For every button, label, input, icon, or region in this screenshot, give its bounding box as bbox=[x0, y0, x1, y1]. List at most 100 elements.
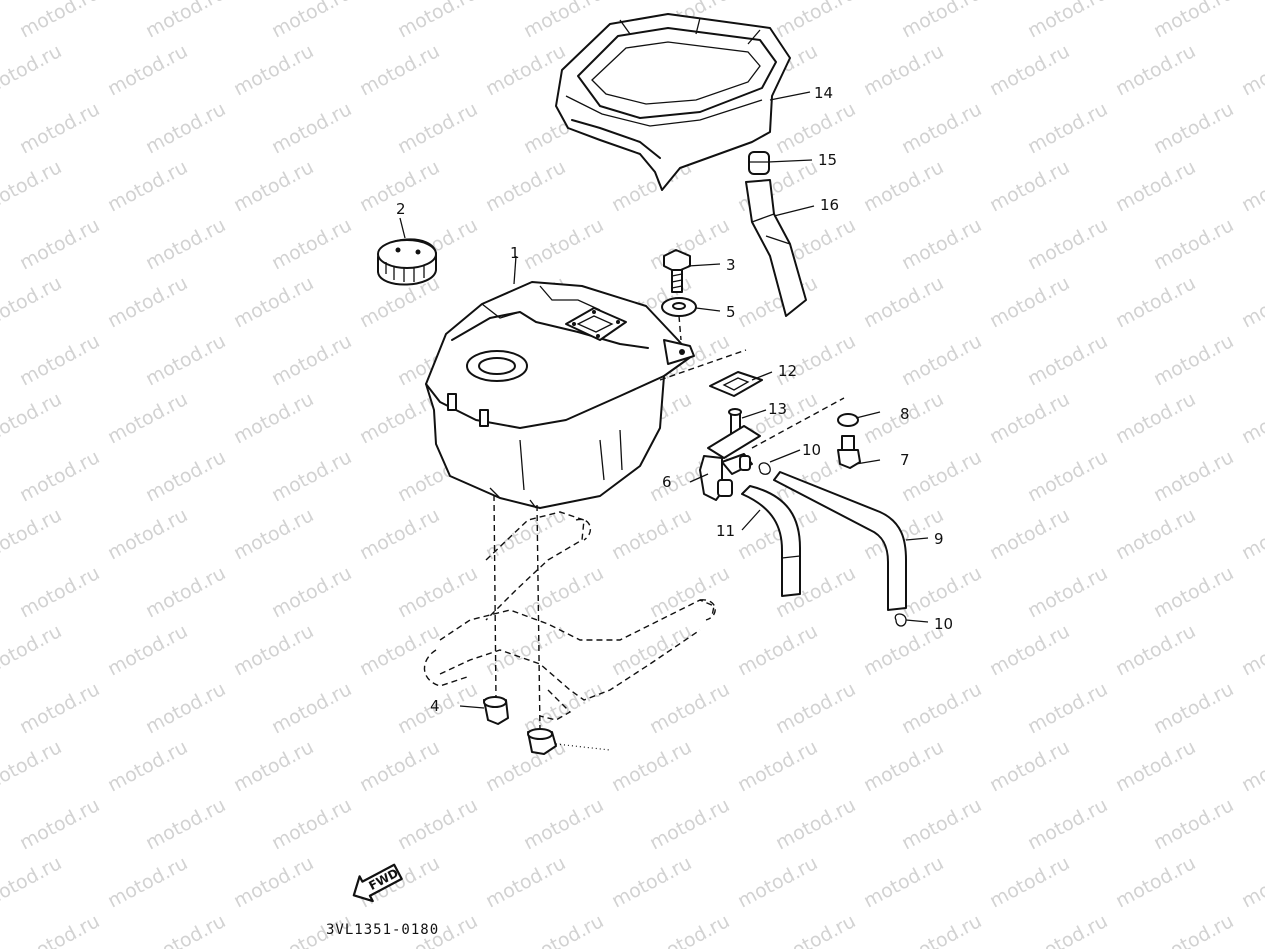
watermark-text: motod.ru bbox=[1238, 620, 1265, 680]
watermark-text: motod.ru bbox=[104, 388, 191, 448]
watermark-text: motod.ru bbox=[898, 0, 985, 42]
watermark-text: motod.ru bbox=[646, 794, 733, 854]
watermark-text: motod.ru bbox=[230, 388, 317, 448]
part-1-fuel-tank bbox=[425, 281, 695, 509]
watermark-text: motod.ru bbox=[734, 620, 821, 680]
watermark-text: motod.ru bbox=[0, 736, 65, 796]
watermark-text: motod.ru bbox=[268, 446, 355, 506]
callouts: 1 2 3 4 5 6 7 8 9 10 10 11 12 13 14 15 1… bbox=[396, 84, 953, 715]
watermark-text: motod.ru bbox=[16, 446, 103, 506]
part-10-clip-upper bbox=[758, 462, 771, 475]
watermark-text: motod.ru bbox=[898, 910, 985, 949]
watermark-text: motod.ru bbox=[986, 504, 1073, 564]
callout-11: 11 bbox=[716, 522, 735, 540]
leader-cock-to-washer bbox=[751, 397, 845, 449]
watermark-text: motod.ru bbox=[104, 272, 191, 332]
watermark-text: motod.ru bbox=[520, 794, 607, 854]
part-6-fuel-cock bbox=[699, 425, 761, 501]
watermark-text: motod.ru bbox=[1112, 852, 1199, 912]
watermark-text: motod.ru bbox=[1150, 0, 1237, 42]
part-16-breather-hose bbox=[745, 179, 807, 317]
watermark-text: motod.ru bbox=[1238, 156, 1265, 216]
watermark-text: motod.ru bbox=[860, 736, 947, 796]
watermark-text: motod.ru bbox=[1238, 272, 1265, 332]
watermark-text: motod.ru bbox=[734, 736, 821, 796]
watermark-text: motod.ru bbox=[1238, 388, 1265, 448]
callout-9: 9 bbox=[934, 530, 944, 548]
watermark-text: motod.ru bbox=[1150, 678, 1237, 738]
watermark-text: motod.ru bbox=[608, 504, 695, 564]
watermark-text: motod.ru bbox=[268, 562, 355, 622]
watermark-text: motod.ru bbox=[860, 40, 947, 100]
watermark-text: motod.ru bbox=[520, 562, 607, 622]
watermark-text: motod.ru bbox=[16, 794, 103, 854]
watermark-text: motod.ru bbox=[1112, 504, 1199, 564]
watermark-text: motod.ru bbox=[356, 504, 443, 564]
callout-3: 3 bbox=[726, 256, 736, 274]
watermark-text: motod.ru bbox=[898, 98, 985, 158]
callout-8: 8 bbox=[900, 405, 910, 423]
watermark-text: motod.ru bbox=[1024, 330, 1111, 390]
watermark-text: motod.ru bbox=[1024, 794, 1111, 854]
watermark-text: motod.ru bbox=[986, 272, 1073, 332]
diagram-code: 3VL1351-0180 bbox=[326, 922, 439, 938]
watermark-text: motod.ru bbox=[1238, 40, 1265, 100]
watermark-text: motod.ru bbox=[520, 910, 607, 949]
watermark-text: motod.ru bbox=[142, 0, 229, 42]
watermark-text: motod.ru bbox=[520, 214, 607, 274]
watermark-text: motod.ru bbox=[16, 214, 103, 274]
watermark-text: motod.ru bbox=[356, 40, 443, 100]
watermark-text: motod.ru bbox=[268, 0, 355, 42]
watermark-text: motod.ru bbox=[986, 388, 1073, 448]
watermark-text: motod.ru bbox=[772, 678, 859, 738]
watermark-text: motod.ru bbox=[986, 40, 1073, 100]
watermark-text: motod.ru bbox=[898, 678, 985, 738]
watermark-text: motod.ru bbox=[1112, 156, 1199, 216]
watermark-text: motod.ru bbox=[142, 910, 229, 949]
part-4-damper bbox=[483, 696, 557, 755]
watermark-text: motod.ru bbox=[608, 852, 695, 912]
watermark-text: motod.ru bbox=[16, 678, 103, 738]
watermark-text: motod.ru bbox=[230, 852, 317, 912]
watermark-text: motod.ru bbox=[230, 620, 317, 680]
watermark-text: motod.ru bbox=[142, 562, 229, 622]
callout-6: 6 bbox=[662, 473, 672, 491]
watermark-text: motod.ru bbox=[1112, 620, 1199, 680]
watermark-text: motod.ru bbox=[482, 156, 569, 216]
watermark-text: motod.ru bbox=[230, 504, 317, 564]
leader-lines bbox=[399, 91, 929, 709]
watermark-text: motod.ru bbox=[860, 852, 947, 912]
callout-14: 14 bbox=[814, 84, 833, 102]
watermark-text: motod.ru bbox=[1112, 272, 1199, 332]
watermark-text: motod.ru bbox=[268, 330, 355, 390]
watermark-text: motod.ru bbox=[142, 794, 229, 854]
watermark-text: motod.ru bbox=[394, 562, 481, 622]
watermark-text: motod.ru bbox=[898, 214, 985, 274]
watermark-text: motod.ru bbox=[482, 40, 569, 100]
watermark-text: motod.ru bbox=[268, 98, 355, 158]
watermark-text: motod.ru bbox=[16, 562, 103, 622]
watermark-text: motod.ru bbox=[230, 272, 317, 332]
leader-tank-to-cock bbox=[659, 349, 747, 381]
watermark-text: motod.ru bbox=[16, 98, 103, 158]
callout-5: 5 bbox=[726, 303, 736, 321]
watermark-text: motod.ru bbox=[142, 446, 229, 506]
watermark-text: motod.ru bbox=[0, 504, 65, 564]
watermark-text: motod.ru bbox=[646, 910, 733, 949]
watermark-text: motod.ru bbox=[898, 446, 985, 506]
watermark-text: motod.ru bbox=[986, 156, 1073, 216]
watermark-text: motod.ru bbox=[0, 40, 65, 100]
watermark-text: motod.ru bbox=[104, 504, 191, 564]
watermark-text: motod.ru bbox=[1150, 214, 1237, 274]
part-12-gasket bbox=[709, 371, 763, 397]
part-8-washer bbox=[837, 413, 859, 427]
watermark-text: motod.ru bbox=[230, 156, 317, 216]
watermark-text: motod.ru bbox=[1112, 736, 1199, 796]
part-5-washer bbox=[661, 297, 697, 317]
watermark-text: motod.ru bbox=[898, 330, 985, 390]
watermark-text: motod.ru bbox=[1150, 330, 1237, 390]
watermark-text: motod.ru bbox=[230, 40, 317, 100]
watermark-text: motod.ru bbox=[482, 852, 569, 912]
part-3-bolt bbox=[663, 249, 691, 293]
